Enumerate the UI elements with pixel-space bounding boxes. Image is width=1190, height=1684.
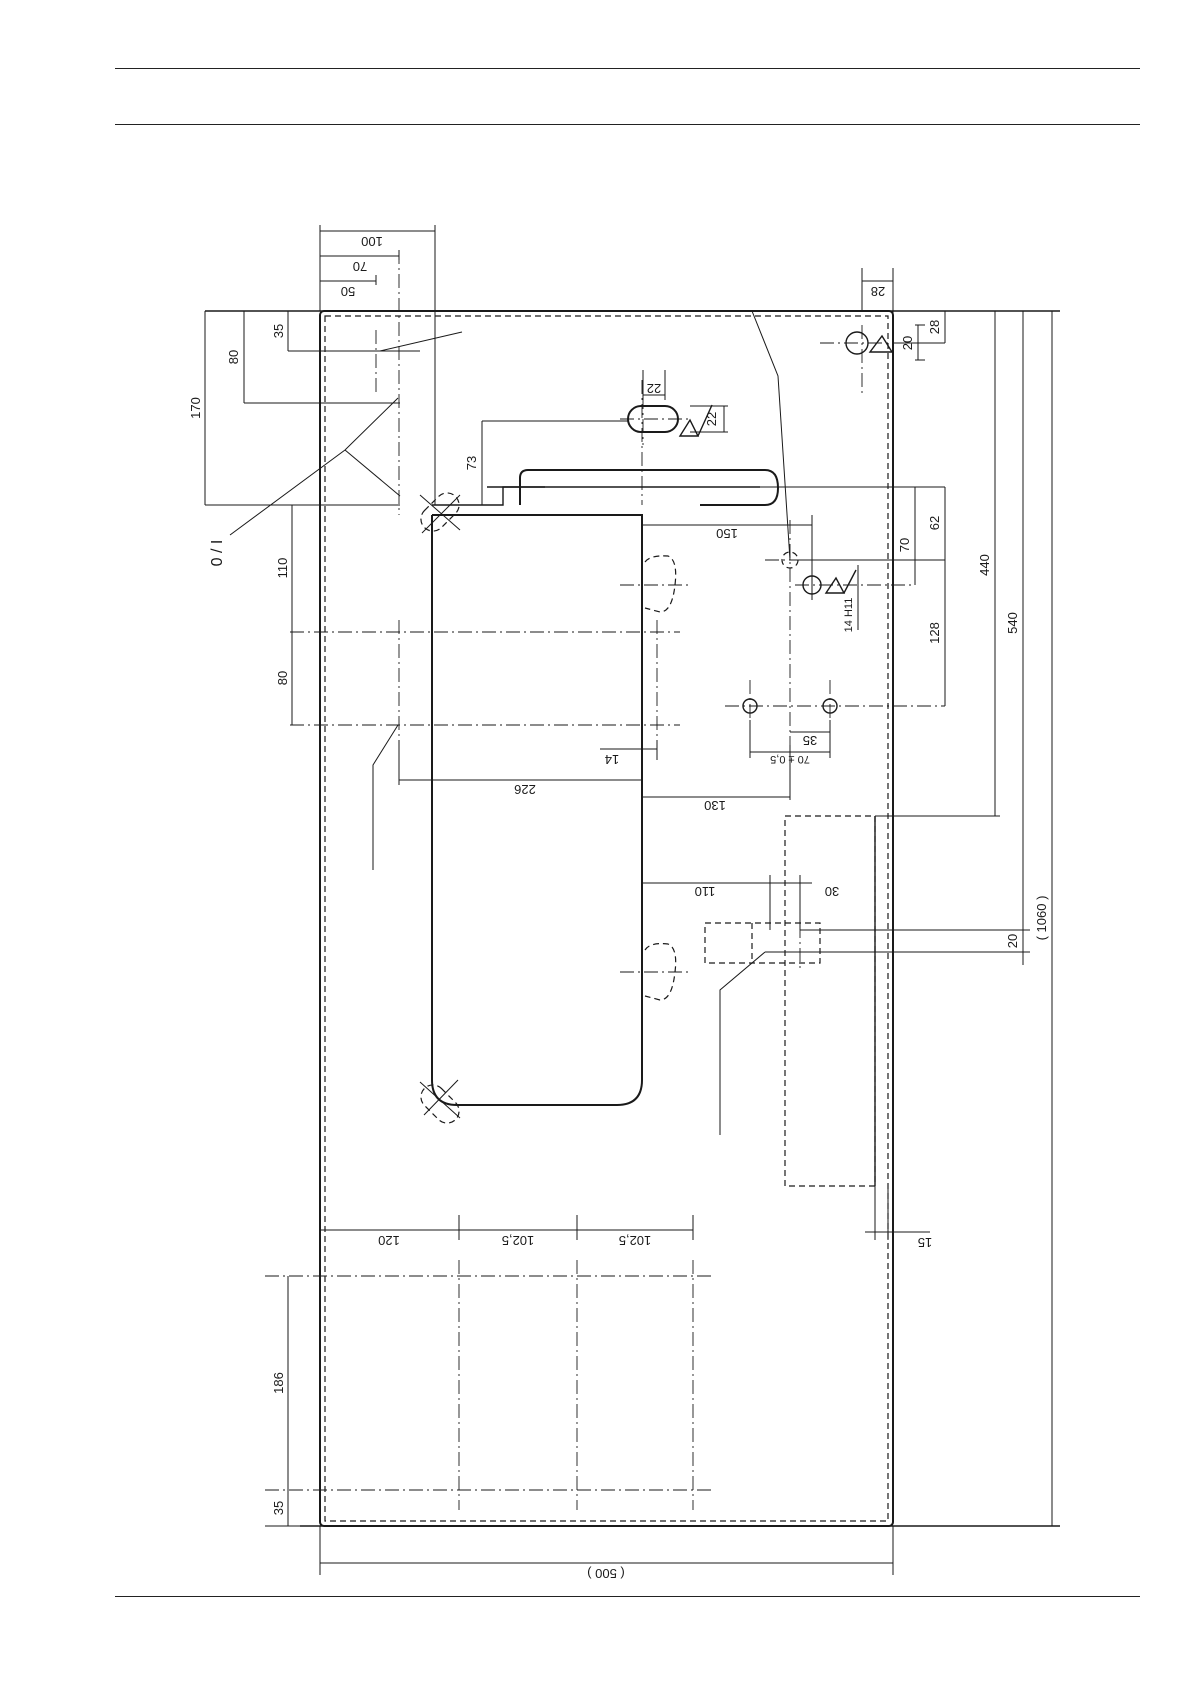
- dim-50: 50: [341, 284, 355, 299]
- holes: [725, 325, 945, 770]
- dim-1060: ( 1060 ): [1034, 896, 1049, 941]
- dim-102-5-b: 102,5: [619, 1233, 652, 1248]
- dim-35-mid: 35: [803, 733, 817, 748]
- dim-28-right: 28: [927, 320, 942, 334]
- dimension-labels: 100 70 50 28 35 80 170 22 22 73 28 20 15…: [188, 234, 1049, 1581]
- dim-110-left: 110: [275, 558, 290, 579]
- dim-80-left: 80: [275, 671, 290, 685]
- dim-110-mid: 110: [695, 884, 716, 899]
- dim-70-tolerance: 70 ± 0,5: [770, 753, 810, 765]
- dim-102-5-a: 102,5: [502, 1233, 535, 1248]
- leader-lines: [230, 311, 790, 1135]
- switch-symbol: 0 / I: [209, 540, 226, 567]
- dim-70-right: 70: [897, 538, 912, 552]
- dim-80-top: 80: [226, 350, 241, 364]
- dim-440: 440: [977, 554, 992, 576]
- hinge-notch-upper: [416, 488, 464, 536]
- machine-cutout: [432, 380, 778, 1105]
- dim-100: 100: [361, 234, 383, 249]
- dim-70-top: 70: [353, 259, 367, 274]
- dim-28-top: 28: [871, 284, 885, 299]
- dim-128: 128: [927, 622, 942, 644]
- table-outline: [205, 311, 1060, 1526]
- dim-30: 30: [825, 884, 839, 899]
- dim-35-bottom: 35: [271, 1501, 286, 1515]
- dim-14: 14: [605, 752, 619, 767]
- control-box: [705, 816, 875, 1186]
- dim-62: 62: [927, 516, 942, 530]
- dim-22-height: 22: [704, 412, 719, 426]
- dim-22-width: 22: [647, 381, 661, 396]
- thread-slot: [620, 395, 712, 445]
- dim-73: 73: [464, 456, 479, 470]
- dim-170: 170: [188, 397, 203, 419]
- dim-35-top: 35: [271, 324, 286, 338]
- dim-186: 186: [271, 1372, 286, 1394]
- dim-15: 15: [918, 1235, 932, 1250]
- dim-14-h11: 14 H11: [843, 598, 855, 633]
- dim-20-right: 20: [900, 336, 915, 350]
- side-pockets: [620, 556, 690, 1000]
- dim-20-mid: 20: [1005, 934, 1020, 948]
- dim-150: 150: [716, 526, 738, 541]
- dim-226: 226: [514, 782, 536, 797]
- dimension-lines: [205, 225, 1052, 1575]
- dim-540: 540: [1005, 612, 1020, 634]
- hinge-notch-lower: [416, 1080, 464, 1128]
- dim-500: ( 500 ): [587, 1566, 625, 1581]
- bottom-grid: [265, 1260, 712, 1510]
- dim-130: 130: [704, 798, 726, 813]
- dim-120: 120: [378, 1233, 400, 1248]
